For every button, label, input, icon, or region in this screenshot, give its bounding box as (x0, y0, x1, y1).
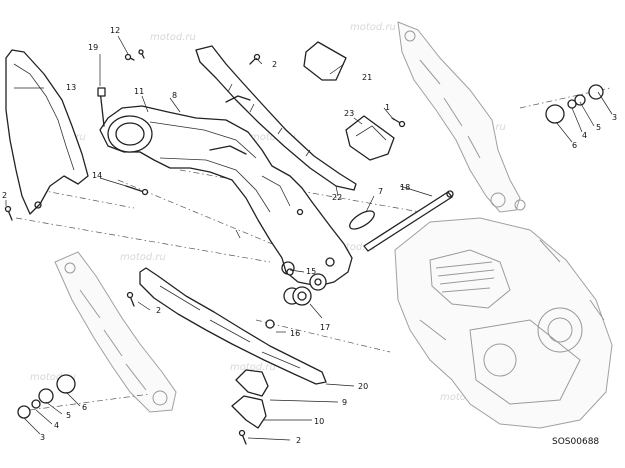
callout-13: 13 (66, 83, 76, 92)
watermark-text: motod.ru (120, 252, 166, 263)
callout-7: 7 (378, 187, 383, 196)
bushing-set (265, 268, 327, 329)
bolt-set (4, 49, 406, 445)
callout-2: 2 (296, 436, 301, 445)
callout-18: 18 (400, 183, 410, 192)
chain-slider (195, 45, 357, 191)
callout-5: 5 (66, 411, 71, 420)
callout-19: 19 (88, 43, 98, 52)
callout-6: 6 (572, 141, 577, 150)
callout-3: 3 (612, 113, 617, 122)
watermark-text: motod.ru (350, 22, 396, 33)
left-footrest-bracket (54, 251, 177, 413)
lower-guard-9 (235, 369, 269, 397)
callout-1: 1 (385, 103, 390, 112)
pivot-shaft (363, 190, 454, 252)
callout-8: 8 (172, 91, 177, 100)
callout-4: 4 (582, 131, 587, 140)
callout-4: 4 (54, 421, 59, 430)
callout-22: 22 (332, 193, 342, 202)
left-spacer-stack (17, 374, 76, 419)
lower-guard-10 (231, 395, 267, 429)
callout-20: 20 (358, 382, 368, 391)
right-footrest-bracket (397, 21, 526, 213)
callout-labels: 1 2 2 2 2 3 3 4 4 5 5 6 6 7 8 9 10 11 12… (2, 26, 617, 445)
callout-21: 21 (362, 73, 372, 82)
callout-14: 14 (92, 171, 102, 180)
watermark-text: motod.ru (230, 362, 276, 373)
swingarm (99, 105, 353, 287)
callout-2: 2 (156, 306, 161, 315)
callout-12: 12 (110, 26, 120, 35)
chain-guard (5, 49, 89, 215)
callout-10: 10 (314, 417, 324, 426)
callout-9: 9 (342, 398, 347, 407)
small-bracket (345, 115, 395, 161)
callout-23: 23 (344, 109, 354, 118)
callout-11: 11 (134, 87, 144, 96)
leader-lines (5, 35, 613, 441)
drawing-code: SOS00688 (552, 437, 599, 447)
callout-17: 17 (320, 323, 330, 332)
watermark-text: motod.ru (250, 132, 296, 143)
callout-3: 3 (40, 433, 45, 442)
callout-5: 5 (596, 123, 601, 132)
watermark-text: motod.ru (150, 32, 196, 43)
callout-6: 6 (82, 403, 87, 412)
engine-ghost (394, 217, 613, 429)
watermark-text: motod.ru (30, 372, 76, 383)
watermark-text: motod.ru (330, 242, 376, 253)
callout-2: 2 (272, 60, 277, 69)
callout-16: 16 (290, 329, 300, 338)
callout-15: 15 (306, 267, 316, 276)
watermark-text: motod.ru (440, 392, 486, 403)
callout-2: 2 (2, 191, 7, 200)
right-spacer-stack (545, 84, 604, 124)
retaining-clip (349, 210, 375, 230)
cover-plate (303, 41, 347, 81)
lower-chain-guide (139, 267, 327, 385)
